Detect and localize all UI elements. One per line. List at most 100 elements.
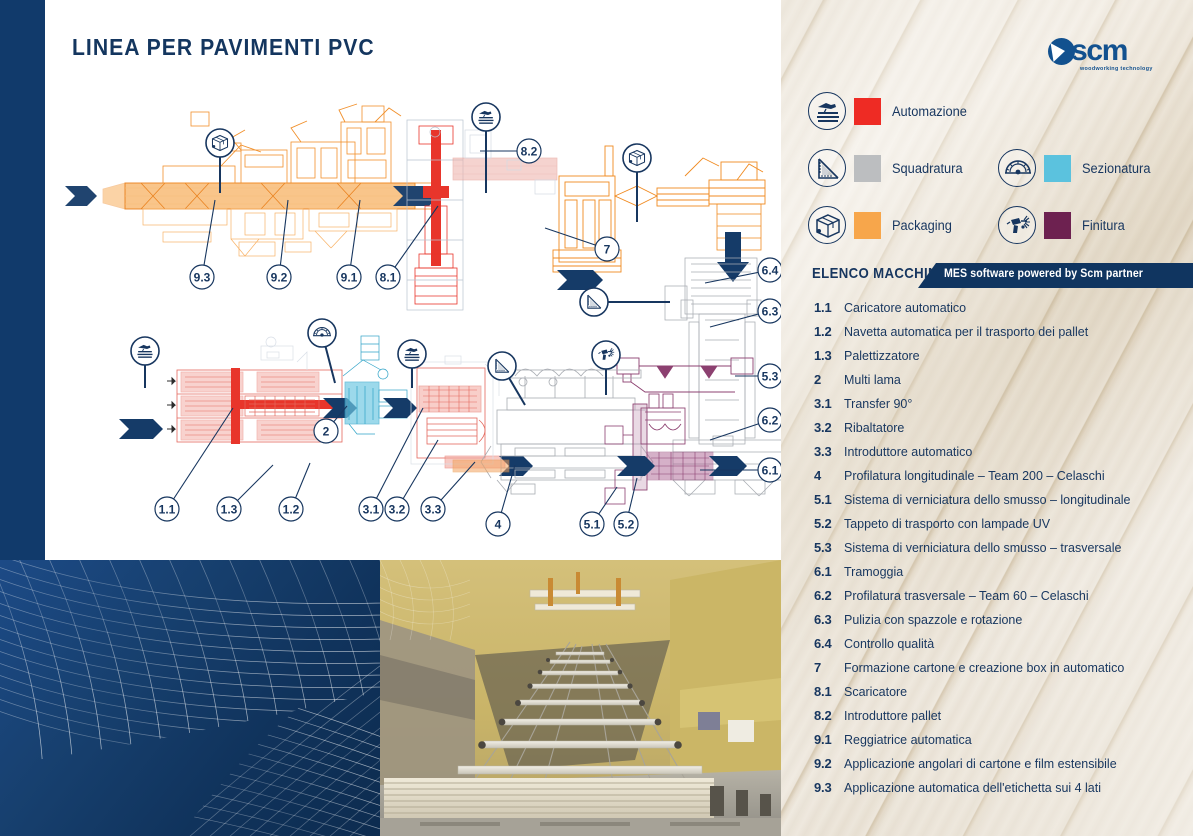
flow-arrow-vertical-up (717, 232, 749, 282)
callout-label: 3.2 (389, 503, 406, 517)
callout-label: 5.3 (762, 370, 779, 384)
machine-name: Tramoggia (844, 564, 904, 579)
robot-arm-icon (808, 92, 846, 130)
callout-label: 3.1 (363, 503, 380, 517)
machine-name: Sistema di verniciatura dello smusso – t… (844, 540, 1122, 555)
machine-list-row: 1.3 Palettizzatore (814, 348, 1193, 372)
production-line-photo (380, 560, 781, 836)
legend-item-squadratura: Squadratura (808, 149, 966, 187)
callout-1.2: 1.2 (278, 462, 311, 522)
saw-blade-icon (998, 149, 1036, 187)
machine-name: Transfer 90° (844, 396, 913, 411)
icon-badge-layer (130, 102, 670, 406)
machine-code: 3.1 (814, 396, 832, 411)
packaging-line-group (65, 103, 440, 257)
machine-name: Ribaltatore (844, 420, 905, 435)
machine-code: 4 (814, 468, 822, 483)
machine-list-row: 2 Multi lama (814, 372, 1193, 396)
callout-label: 8.2 (521, 145, 538, 159)
callout-9.1: 9.1 (336, 199, 362, 290)
callout-3.3: 3.3 (420, 461, 476, 522)
callout-4: 4 (485, 464, 516, 537)
callout-2: 2 (313, 405, 348, 444)
machine-code: 5.2 (814, 516, 832, 531)
mes-bar (918, 263, 1193, 288)
mes-banner-text: MES software powered by Scm partner (944, 268, 1144, 280)
machine-code: 5.1 (814, 492, 832, 507)
legend-color-swatch (1044, 154, 1071, 182)
callout-label: 6.4 (762, 264, 779, 278)
callout-label: 1.2 (283, 503, 300, 517)
machine-name: Introduttore automatico (844, 444, 973, 459)
robot-arm-icon (404, 347, 420, 361)
transfer-group (410, 355, 533, 476)
machine-code: 1.3 (814, 348, 832, 363)
callout-label: 9.3 (194, 271, 211, 285)
robot-arm-icon (478, 110, 494, 124)
machine-name: Sistema di verniciatura dello smusso – l… (844, 492, 1131, 507)
page-title: LINEA PER PAVIMENTI PVC (72, 34, 375, 60)
callout-1.3: 1.3 (216, 464, 274, 522)
set-square-icon (808, 149, 846, 187)
legend-label: Squadratura (892, 160, 963, 176)
machine-code: 3.3 (814, 444, 832, 459)
callout-6.3: 6.3 (709, 298, 781, 328)
machine-code: 2 (814, 372, 822, 387)
diagram-badge-saw-blade-icon (307, 318, 337, 384)
spray-gun-icon (998, 206, 1036, 244)
machine-name: Introduttore pallet (844, 708, 942, 723)
machine-name: Palettizzatore (844, 348, 920, 363)
callout-5.3: 5.3 (735, 363, 781, 389)
legend-label: Sezionatura (1082, 160, 1151, 176)
machine-name: Pulizia con spazzole e rotazione (844, 612, 1023, 627)
callout-7: 7 (544, 227, 620, 262)
saw-blade-icon (313, 327, 331, 337)
callout-label: 7 (604, 243, 611, 257)
machine-name: Navetta automatica per il trasporto dei … (844, 324, 1089, 339)
legend-label: Automazione (892, 103, 967, 119)
multi-saw-group (342, 335, 417, 435)
machine-list-row: 4 Profilatura longitudinale – Team 200 – … (814, 468, 1193, 492)
legend-item-automazione: Automazione (808, 92, 971, 130)
flow-arrow-in-loader (119, 419, 163, 439)
callout-8.2: 8.2 (480, 138, 542, 164)
machine-name: Scaricatore (844, 684, 908, 699)
robot-arm-icon (137, 344, 153, 358)
diagram-badge-robot-arm-icon (471, 102, 501, 193)
machine-name: Multi lama (844, 372, 901, 387)
decorative-mesh-graphic (0, 560, 430, 836)
unloader-group (406, 119, 558, 311)
machine-name: Formazione cartone e creazione box in au… (844, 660, 1125, 675)
flow-arrow-in-packaging (65, 186, 97, 206)
machine-name: Profilatura trasversale – Team 60 – Cela… (844, 588, 1089, 603)
diagram-badge-set-square-icon (487, 351, 526, 406)
diagram-badge-package-box-icon (622, 143, 652, 222)
machine-name: Applicazione angolari di cartone e film … (844, 756, 1117, 771)
legend-color-swatch (854, 211, 881, 239)
callout-label: 8.1 (380, 271, 397, 285)
legend-item-sezionatura: Sezionatura (998, 149, 1154, 187)
machine-list-row: 3.1 Transfer 90° (814, 396, 1193, 420)
callout-label: 9.1 (341, 271, 358, 285)
machine-code: 8.2 (814, 708, 832, 723)
machine-name: Reggiatrice automatica (844, 732, 972, 747)
callout-9.3: 9.3 (189, 199, 216, 290)
set-square-icon (587, 294, 602, 309)
package-box-icon (628, 149, 646, 167)
flow-arrow-to-hopper (709, 456, 747, 476)
callout-6.2: 6.2 (709, 407, 781, 441)
machine-name: Profilatura longitudinale – Team 200 – C… (844, 468, 1105, 483)
machine-list-row: 3.3 Introduttore automatico (814, 444, 1193, 468)
legend-color-swatch (854, 97, 881, 125)
callout-3.1: 3.1 (358, 407, 424, 522)
callout-8.1: 8.1 (375, 205, 439, 290)
diagram-badge-robot-arm-icon (130, 336, 160, 388)
elenco-title: ELENCO MACCHINE (812, 265, 948, 282)
machine-code: 3.2 (814, 420, 832, 435)
